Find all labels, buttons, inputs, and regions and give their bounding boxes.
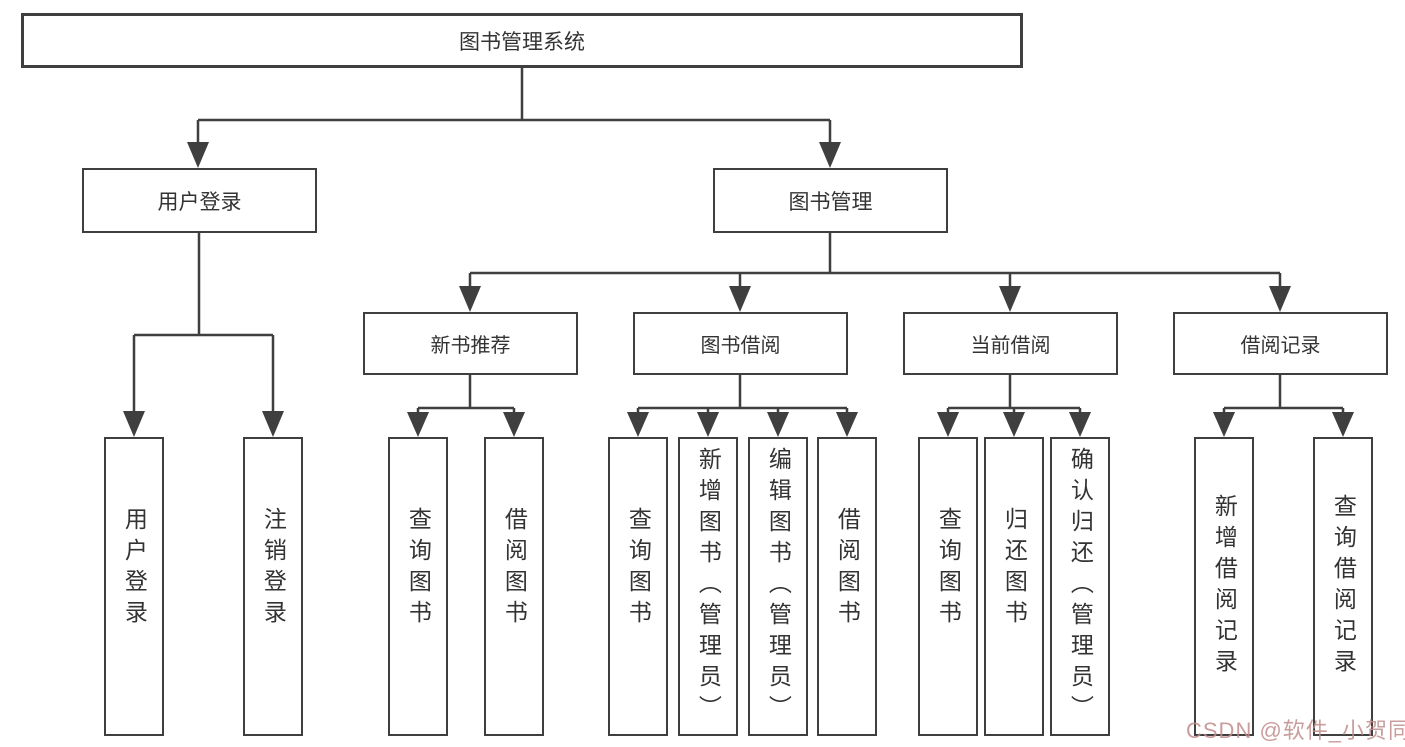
leaf-confirm-return-admin: 确认归还（管理员） (1050, 437, 1110, 736)
node-label: 新书推荐 (430, 335, 511, 357)
node-label: 查询图书 (935, 506, 962, 631)
leaf-add-book-admin: 新增图书（管理员） (678, 437, 738, 736)
node-label: 借阅图书 (501, 506, 528, 631)
node-book-management: 图书管理 (713, 168, 948, 233)
leaf-edit-book-admin: 编辑图书（管理员） (748, 437, 808, 736)
node-label: 新增借阅记录 (1211, 493, 1238, 680)
leaf-logout: 注销登录 (243, 437, 303, 736)
node-label: 查询图书 (625, 506, 652, 631)
node-current-borrow: 当前借阅 (903, 312, 1118, 375)
leaf-query-book: 查询图书 (608, 437, 668, 736)
node-label: 借阅记录 (1240, 335, 1321, 357)
node-label: 借阅图书 (834, 506, 861, 631)
node-library-management-system: 图书管理系统 (21, 13, 1023, 68)
node-label: 图书管理 (788, 190, 873, 214)
node-user-login: 用户登录 (82, 168, 317, 233)
node-label: 确认归还（管理员） (1067, 447, 1094, 726)
csdn-watermark: CSDN @软件_小贺同学 (1186, 718, 1405, 743)
node-label: 注销登录 (260, 506, 287, 631)
node-borrow-record: 借阅记录 (1173, 312, 1388, 375)
leaf-return-book: 归还图书 (984, 437, 1044, 736)
leaf-add-borrow-record: 新增借阅记录 (1194, 437, 1254, 736)
node-label: 用户登录 (121, 506, 148, 631)
node-label: 当前借阅 (970, 335, 1051, 357)
node-label: 查询借阅记录 (1330, 493, 1357, 680)
node-label: 编辑图书（管理员） (765, 447, 792, 726)
leaf-user-login: 用户登录 (104, 437, 164, 736)
leaf-query-borrow-record: 查询借阅记录 (1313, 437, 1373, 736)
node-label: 图书管理系统 (459, 30, 585, 54)
node-label: 新增图书（管理员） (695, 447, 722, 726)
node-book-borrow: 图书借阅 (633, 312, 848, 375)
node-new-book-recommend: 新书推荐 (363, 312, 578, 375)
leaf-query-book: 查询图书 (388, 437, 448, 736)
leaf-query-book: 查询图书 (918, 437, 978, 736)
leaf-borrow-book: 借阅图书 (484, 437, 544, 736)
leaf-borrow-book: 借阅图书 (817, 437, 877, 736)
node-label: 归还图书 (1001, 506, 1028, 631)
node-label: 用户登录 (157, 190, 242, 214)
node-label: 图书借阅 (700, 335, 781, 357)
node-label: 查询图书 (405, 506, 432, 631)
